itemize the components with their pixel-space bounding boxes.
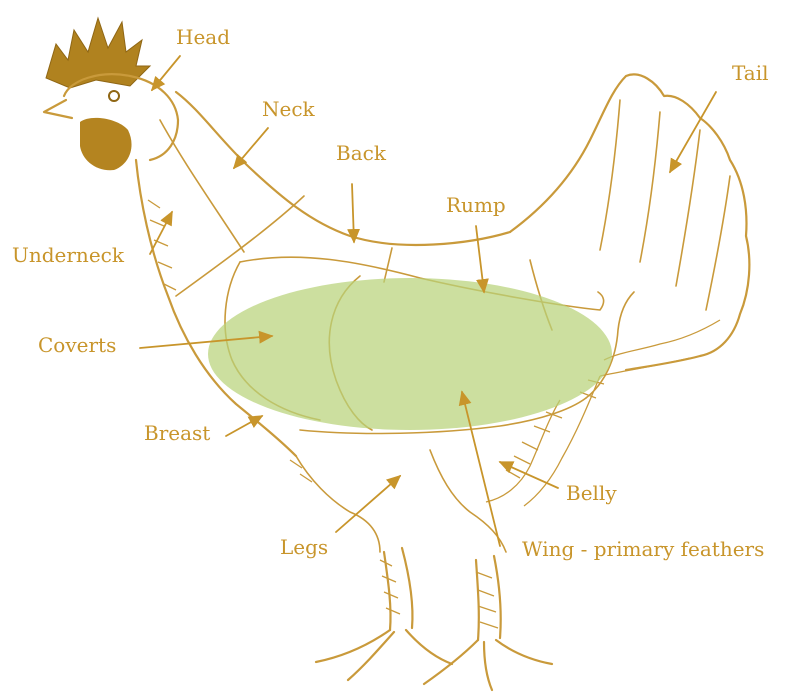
neck-boundary <box>160 120 244 252</box>
label-legs: Legs <box>280 535 328 559</box>
foot-left <box>316 630 452 680</box>
tail-arrow <box>670 92 716 172</box>
label-breast: Breast <box>144 421 210 445</box>
neck-arrow <box>234 128 268 168</box>
tail-feather <box>676 130 700 286</box>
label-back: Back <box>336 141 387 165</box>
back-arrow <box>352 184 354 242</box>
head-arrow <box>152 56 180 90</box>
tail-feather <box>706 176 730 310</box>
label-neck: Neck <box>262 97 316 121</box>
underneck-arrow <box>150 212 172 254</box>
tail-feather <box>640 112 660 262</box>
label-underneck: Underneck <box>12 243 125 267</box>
foot-right <box>424 640 552 690</box>
tail-feather <box>600 100 620 250</box>
back-line <box>176 92 510 245</box>
leg-left <box>384 548 413 630</box>
beak <box>44 100 72 118</box>
wattle <box>80 118 132 170</box>
label-belly: Belly <box>566 481 617 505</box>
breast-arrow <box>226 416 262 436</box>
eye <box>109 91 119 101</box>
label-rump: Rump <box>446 193 506 217</box>
rump-line <box>384 248 392 282</box>
label-wing: Wing - primary feathers <box>522 537 764 561</box>
label-tail: Tail <box>732 61 769 85</box>
wing-highlight <box>208 278 612 430</box>
rump-arrow <box>476 226 484 292</box>
belly-arrow <box>500 462 558 488</box>
thigh-right <box>430 450 506 552</box>
label-coverts: Coverts <box>38 333 116 357</box>
label-head: Head <box>176 25 230 49</box>
